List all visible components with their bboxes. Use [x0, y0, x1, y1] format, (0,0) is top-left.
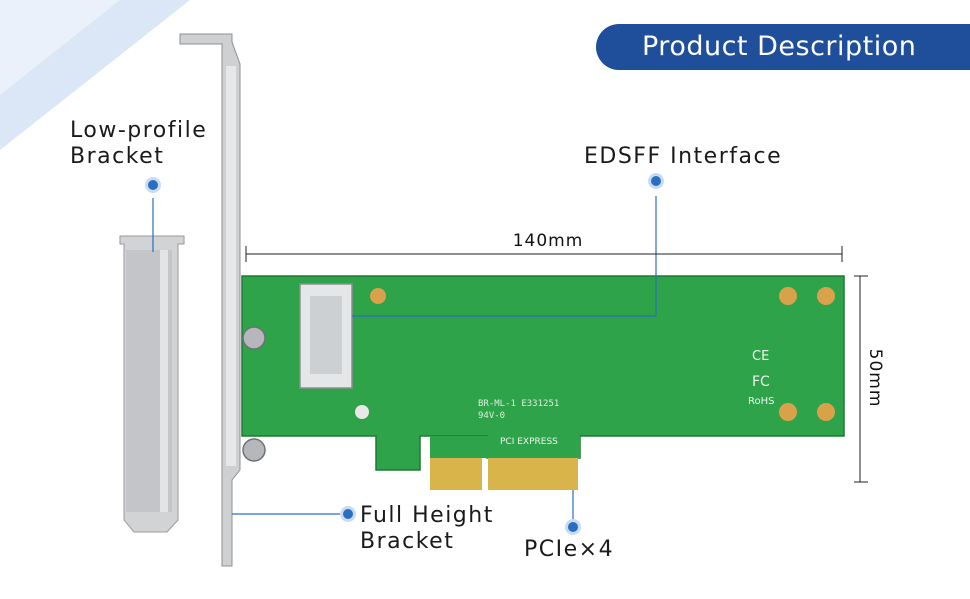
low-profile-bracket — [119, 235, 185, 533]
ce-marking: CE — [752, 349, 769, 364]
low-profile-dot — [148, 180, 158, 190]
model-marking: BR-ML-1 E331251 — [478, 399, 559, 409]
low-profile-label-1: Low-profile — [70, 118, 208, 143]
height-dimension: 50mm — [854, 275, 885, 483]
fc-marking: FC — [752, 374, 770, 390]
full-height-label-2: Bracket — [360, 529, 455, 554]
edsff-dot — [651, 176, 661, 186]
height-dimension-label: 50mm — [865, 349, 885, 408]
pcie-dot — [568, 522, 578, 532]
pci-express-logo: PCI EXPRESS — [500, 437, 558, 447]
full-height-label-1: Full Height — [360, 503, 494, 528]
page-title: Product Description — [596, 24, 970, 70]
width-dimension: 140mm — [245, 231, 843, 262]
low-profile-label-2: Bracket — [70, 144, 165, 169]
rohs-marking: RoHS — [748, 396, 774, 407]
corner-decoration — [0, 0, 190, 150]
full-height-dot — [343, 509, 353, 519]
pcb-board: BR-ML-1 E331251 94V-0 PCI EXPRESS CE FC … — [241, 275, 845, 490]
gold-fingers — [430, 458, 578, 490]
edsff-label: EDSFF Interface — [584, 144, 783, 169]
full-height-bracket — [179, 33, 241, 567]
pcie-label: PCIe×4 — [524, 537, 615, 562]
rating-marking: 94V-0 — [478, 411, 505, 421]
width-dimension-label: 140mm — [513, 231, 584, 251]
